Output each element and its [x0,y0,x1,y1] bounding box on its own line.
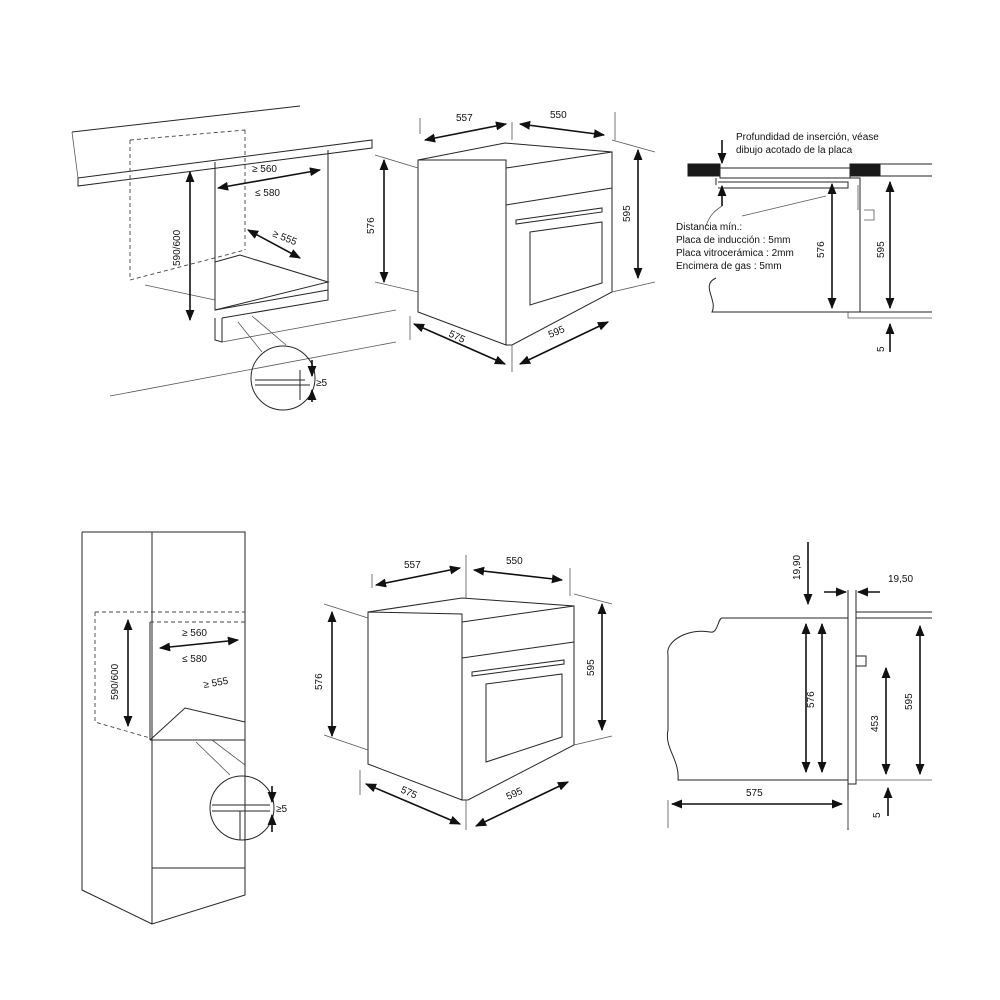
oven-width-side-arrow-bottom [364,783,462,825]
countertop-left-section [687,163,721,177]
tall-unit-drawing: ≥ 560 ≤ 580 ≥ 555 590/600 ≥5 [81,531,287,925]
oven-width-front-arrow-bottom [474,781,570,827]
front-thickness-label: 19,50 [888,574,913,585]
countertop-slab [77,139,373,187]
oven-window [529,221,603,306]
oven-depth-arrow [423,121,508,143]
profile-height-453-label: 453 [870,715,881,732]
tall-unit-outline [82,531,246,925]
under-counter-niche-drawing: ≥ 560 ≤ 580 ≥ 555 590/600 ≥5 [71,105,397,411]
oven-front-depth-arrow-bottom [472,566,564,584]
hob-section-drawing: Profundidad de inserción, véase dibujo a… [676,132,932,352]
profile-height-576-label: 576 [806,691,817,708]
oven-width-front-label-bottom: 595 [505,786,525,803]
niche-floor [214,254,330,311]
oven-side-panel-bottom [367,611,463,801]
depth-dimension-arrow [247,229,301,259]
oven-width-front-label: 595 [547,324,567,341]
profile-height-595-label: 595 [904,693,915,710]
oven-front-depth-label: 550 [550,110,567,121]
width-dimension-arrow [216,167,322,191]
insertion-note-line2: dibujo acotado de la placa [736,145,853,156]
oven-depth-label: 557 [456,113,473,124]
oven-height-label-bottom: 576 [314,673,325,690]
cabinet-base-line [708,277,932,313]
oven-handle [515,207,603,225]
profile-gap-label: 5 [872,812,883,818]
oven-front-panel-bottom [461,605,575,801]
profile-top-line [667,617,848,656]
section-height-576-label: 576 [816,241,827,258]
profile-depth-label: 575 [746,788,763,799]
distance-gas: Encimera de gas : 5mm [676,261,782,272]
insertion-note-line1: Profundidad de inserción, véase [736,132,879,143]
oven-height-label: 576 [366,217,377,234]
oven-control-strip [505,187,613,206]
countertop-right-section [849,163,881,177]
niche-gap-label: ≥5 [316,378,327,389]
oven-handle-bottom [471,659,565,677]
oven-isometric-bottom: 557 550 576 595 575 595 [314,555,613,830]
oven-front-panel [505,151,613,346]
distance-induction: Placa de inducción : 5mm [676,235,791,246]
oven-width-front-arrow [518,321,610,365]
tall-unit-magnifier [209,775,275,841]
oven-isometric-top: 557 550 576 595 575 595 [366,110,656,372]
tall-depth-label: ≥ 555 [203,676,230,691]
niche-height-label: 590/600 [172,229,183,266]
tall-height-label: 590/600 [110,663,121,700]
top-offset-label: 19,90 [792,555,803,580]
oven-front-height-label: 595 [622,205,633,222]
oven-width-side-label: 575 [447,329,467,346]
oven-front-depth-arrow [518,120,606,139]
side-profile-drawing: 19,90 19,50 576 453 595 575 5 [666,542,932,830]
tall-width-max-label: ≤ 580 [182,654,207,665]
oven-depth-arrow-bottom [374,565,462,588]
tall-width-min-label: ≥ 560 [182,628,207,639]
section-gap-label: 5 [876,346,887,352]
oven-depth-label-bottom: 557 [404,560,421,571]
tall-width-arrow [158,636,240,652]
distance-ceramic: Placa vitrocerámica : 2mm [676,248,794,259]
oven-front-height-label-bottom: 595 [586,659,597,676]
section-height-595-label: 595 [876,241,887,258]
distance-title: Distancia mín.: [676,222,742,233]
countertop-back-edge [71,105,301,133]
profile-body-line [666,655,848,781]
tall-gap-label: ≥5 [276,804,287,815]
oven-side-panel [417,159,507,346]
oven-window-bottom [485,673,563,763]
hob-plate [719,167,851,179]
detail-magnifier [250,345,316,411]
niche-width-min-label: ≥ 560 [252,164,277,175]
niche-width-max-label: ≤ 580 [255,188,280,199]
oven-front-depth-label-bottom: 550 [506,556,523,567]
oven-width-side-arrow [412,323,507,365]
